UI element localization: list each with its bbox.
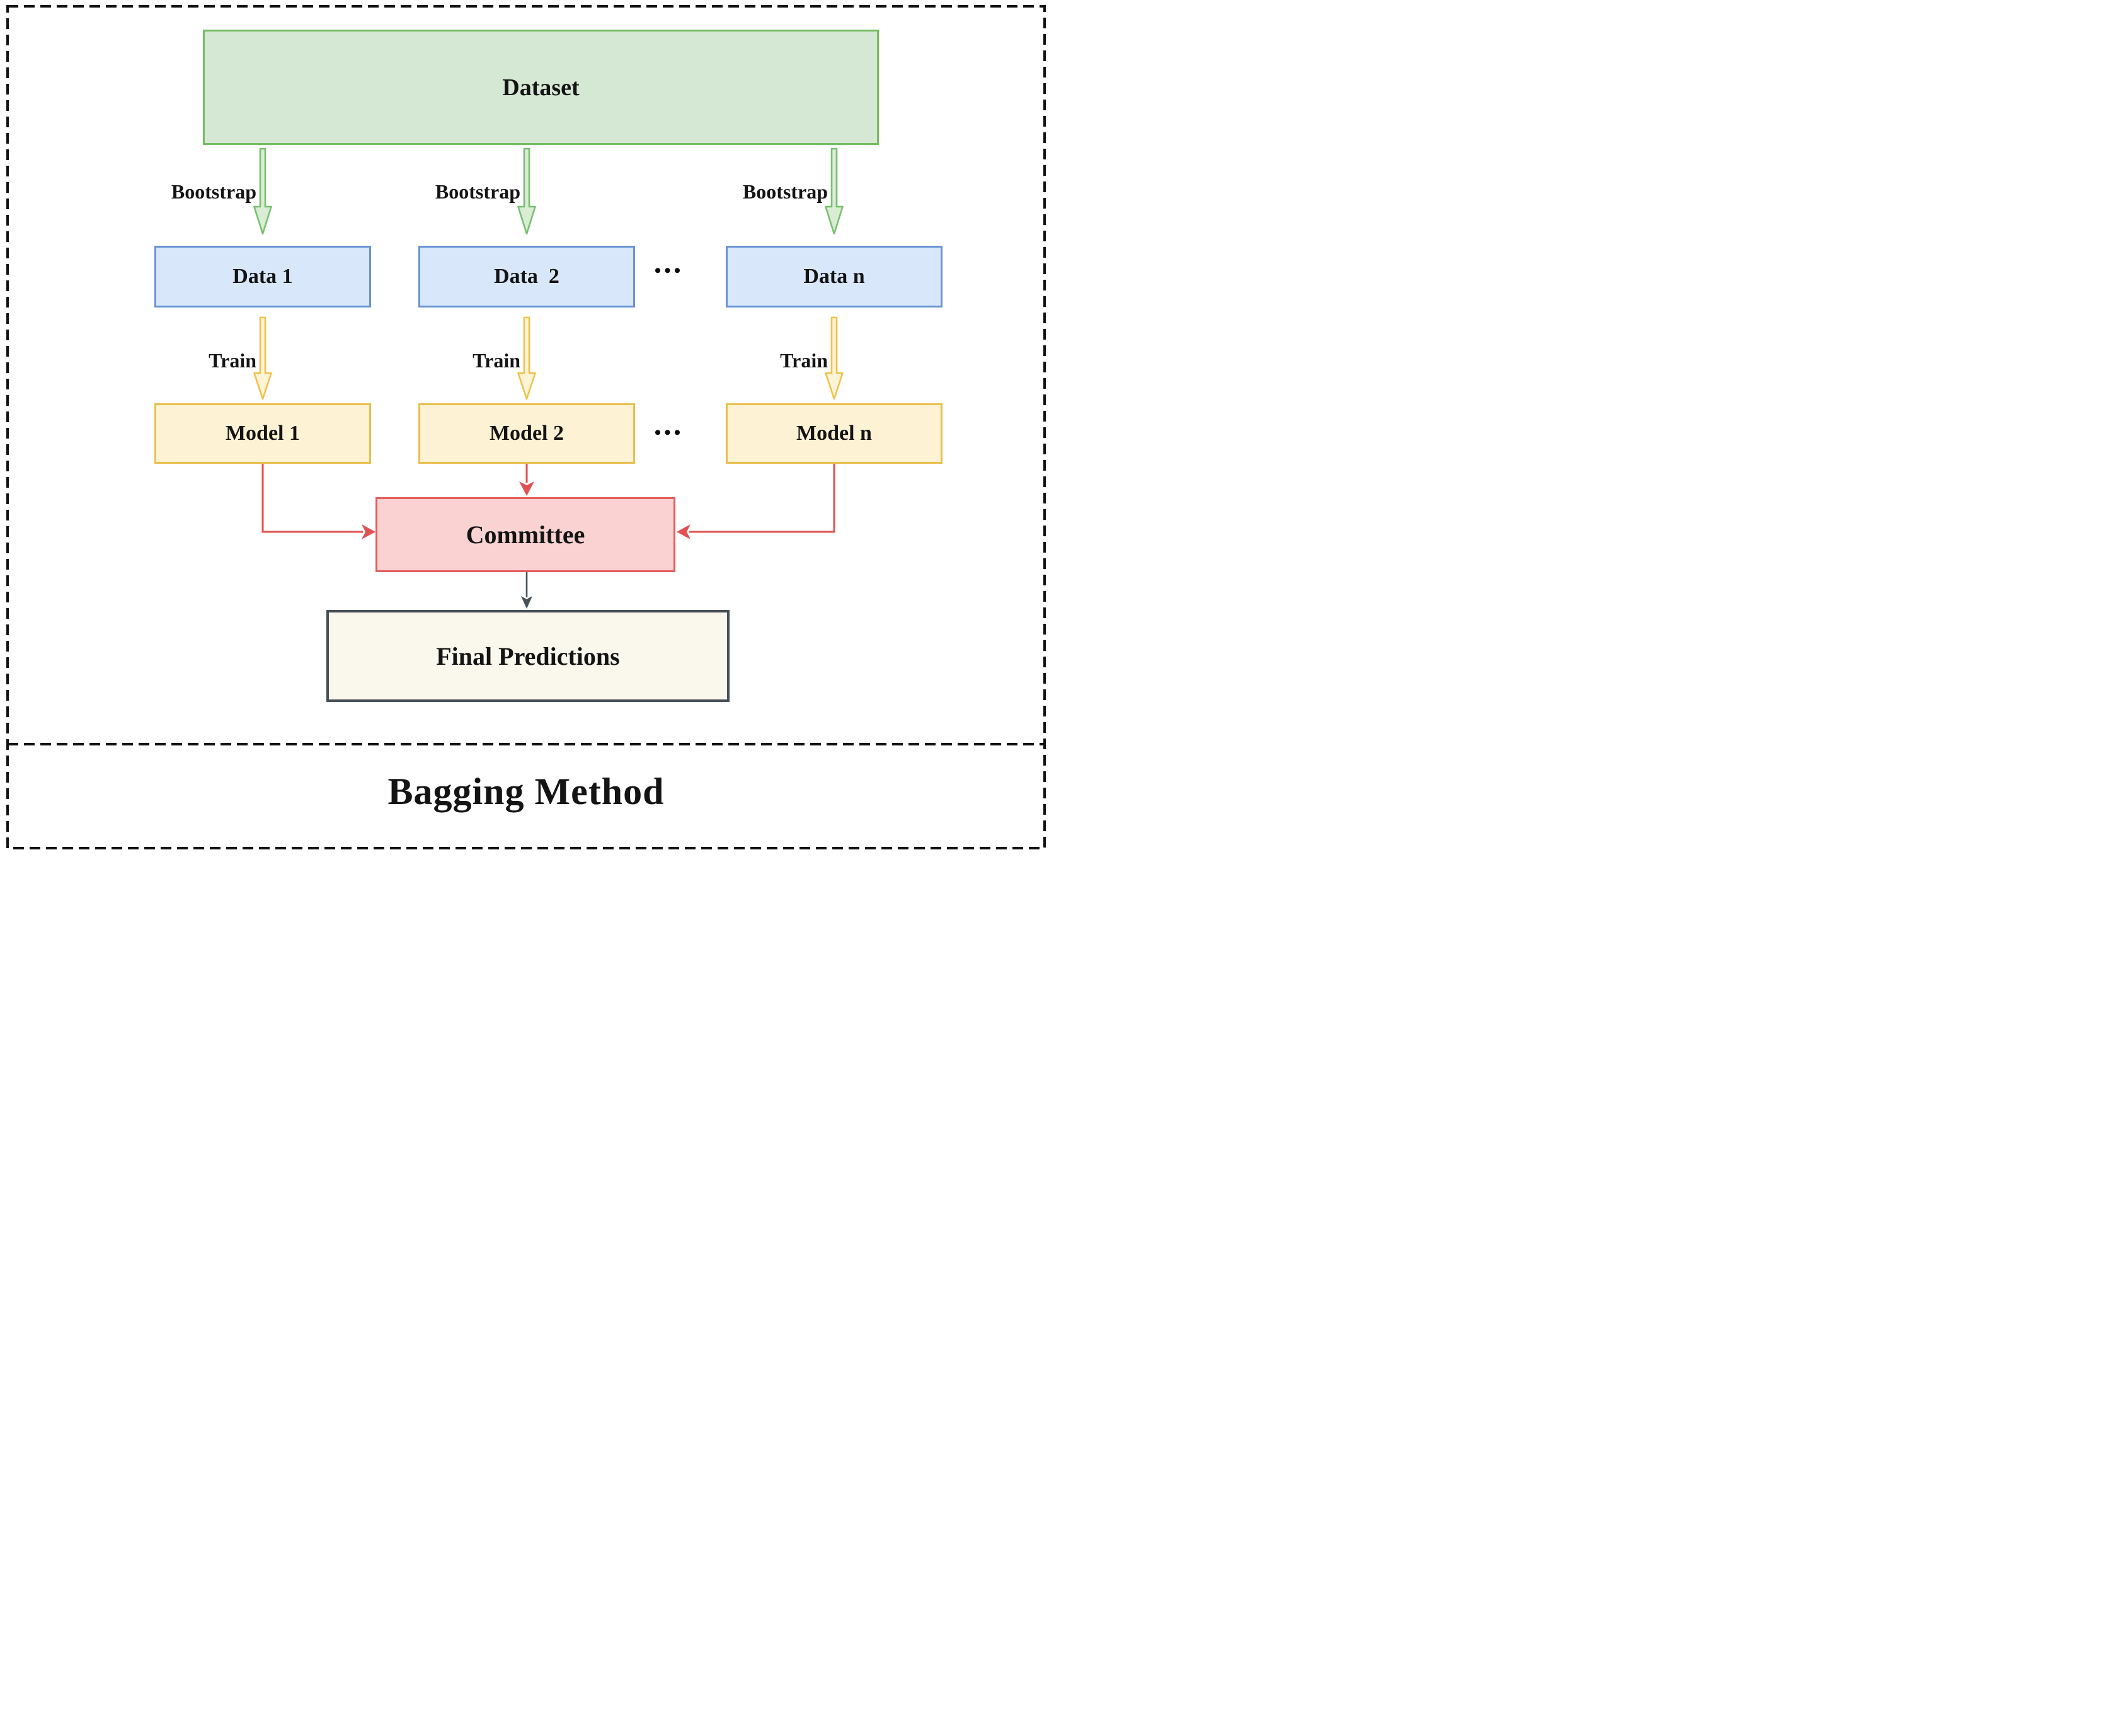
dataset-box: Dataset bbox=[203, 30, 879, 145]
bootstrap-arrow-shape-3 bbox=[825, 147, 844, 235]
modeln-arrowhead-icon bbox=[677, 524, 690, 539]
train-arrow-icon-2 bbox=[517, 316, 536, 400]
data-1-box: Data 1 bbox=[154, 246, 371, 308]
train-arrow-shape-3 bbox=[825, 316, 844, 400]
data-n-label: Data n bbox=[803, 265, 865, 288]
committee-box: Committee bbox=[375, 497, 675, 572]
model1-arrowhead-icon bbox=[362, 524, 375, 539]
model-n-label: Model n bbox=[796, 422, 872, 445]
model-1-label: Model 1 bbox=[225, 422, 301, 445]
model2-arrowhead-icon bbox=[519, 481, 534, 496]
train-arrow-shape-1 bbox=[253, 316, 272, 400]
diagram-title: Bagging Method bbox=[387, 771, 665, 812]
data-2-box: Data 2 bbox=[418, 246, 635, 308]
model-1-box: Model 1 bbox=[154, 403, 371, 464]
model-2-box: Model 2 bbox=[418, 403, 635, 464]
train-arrow-icon-3 bbox=[825, 316, 844, 400]
data-1-label: Data 1 bbox=[232, 265, 293, 288]
committee-label: Committee bbox=[466, 520, 585, 549]
model1-to-committee-connector bbox=[261, 464, 363, 533]
final-predictions-label: Final Predictions bbox=[436, 641, 620, 670]
train-arrow-shape-2 bbox=[517, 316, 536, 400]
bootstrap-arrow-shape-1 bbox=[253, 147, 272, 235]
train-label-2: Train bbox=[473, 349, 520, 372]
modeln-to-committee-connector bbox=[689, 464, 835, 533]
ellipsis-data-row: ••• bbox=[654, 260, 684, 281]
data-2-label: Data 2 bbox=[494, 265, 559, 288]
model-2-label: Model 2 bbox=[489, 422, 564, 445]
bootstrap-label-3: Bootstrap bbox=[742, 180, 828, 203]
data-n-box: Data n bbox=[726, 246, 943, 308]
train-label-1: Train bbox=[209, 349, 256, 372]
final-predictions-box: Final Predictions bbox=[326, 610, 730, 702]
model-n-box: Model n bbox=[726, 403, 943, 464]
ellipsis-model-row: ••• bbox=[654, 422, 684, 443]
bootstrap-label-1: Bootstrap bbox=[171, 180, 256, 203]
committee-arrowhead-icon bbox=[521, 596, 532, 609]
dataset-label: Dataset bbox=[502, 74, 580, 101]
train-label-3: Train bbox=[780, 349, 828, 372]
bootstrap-arrow-shape-2 bbox=[517, 147, 536, 235]
bagging-method-diagram: Dataset Bootstrap Bootstrap Bootstrap Da… bbox=[0, 0, 1052, 868]
bootstrap-arrow-icon-3 bbox=[825, 147, 844, 235]
train-arrow-icon-1 bbox=[253, 316, 272, 400]
bootstrap-arrow-icon-1 bbox=[253, 147, 272, 235]
bootstrap-arrow-icon-2 bbox=[517, 147, 536, 235]
bootstrap-label-2: Bootstrap bbox=[435, 180, 520, 203]
